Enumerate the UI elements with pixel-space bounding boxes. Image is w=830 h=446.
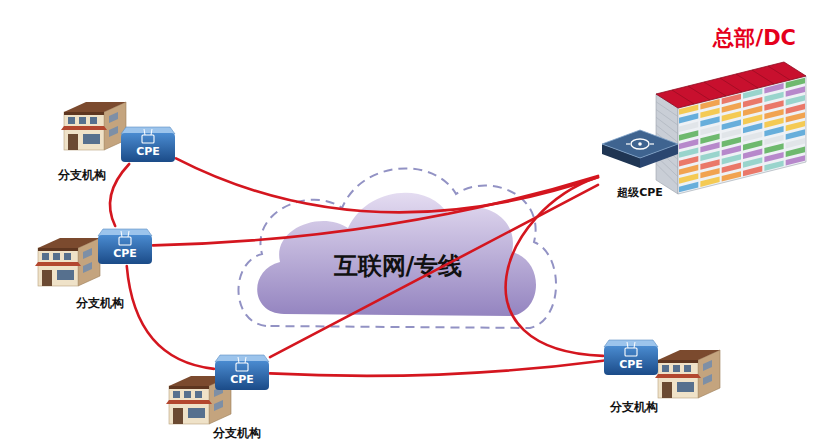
network-link [270,361,603,376]
headquarters-dc: 总部/DC [648,24,812,196]
network-link [270,185,598,357]
cpe-device: CPE [97,226,153,266]
node-label: 分支机构 [58,167,106,184]
network-link [110,164,129,226]
node-label: CPE [97,247,153,260]
cpe-device: CPE [603,337,659,377]
cpe-icon [97,226,153,266]
network-link [176,158,598,212]
node-label: CPE [214,373,270,386]
node-label: 超级CPE [598,185,682,200]
node-label: CPE [120,145,176,158]
building-icon [60,92,130,152]
cpe-icon [120,124,176,164]
cpe-device: CPE [214,352,270,392]
cpe-icon [214,352,270,392]
network-link [506,177,603,356]
cloud-shape [228,150,568,345]
node-label: 分支机构 [76,295,124,312]
super-cpe: 超级CPE [598,124,682,202]
cpe-icon [603,337,659,377]
node-label: 互联网/专线 [228,250,568,282]
node-label: 分支机构 [610,399,658,416]
cpe-device: CPE [120,124,176,164]
building-icon [654,340,724,400]
super-cpe-icon [598,124,682,174]
network-link [127,266,214,369]
internet-cloud: 互联网/专线 [228,150,568,345]
building-icon [34,228,104,288]
node-label: 分支机构 [213,425,261,442]
node-label: 总部/DC [713,24,796,52]
network-link [153,176,598,245]
node-label: CPE [603,358,659,371]
